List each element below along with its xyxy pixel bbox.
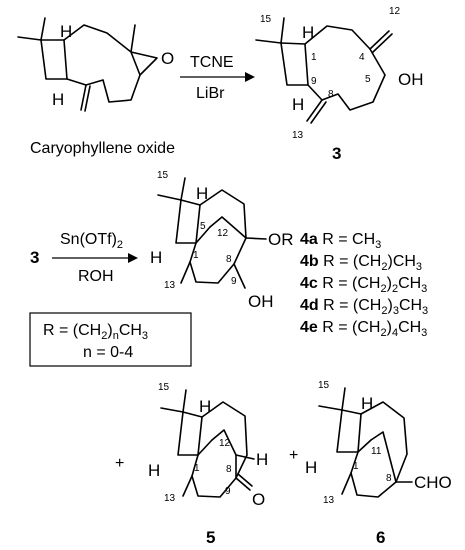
c3-locant-4: 4: [359, 52, 365, 63]
c4-oh: OH: [248, 292, 274, 311]
c5-h-right: H: [256, 450, 268, 469]
c4-locant-15: 15: [157, 170, 169, 181]
reagent-libr: LiBr: [196, 85, 225, 102]
c6-locant-11: 11: [371, 446, 382, 457]
c5-h-left: H: [148, 461, 160, 480]
c3-h-top: H: [302, 23, 314, 42]
cary-h-bottom: H: [52, 90, 64, 109]
product-4b: 4b R = (CH2)CH3: [300, 253, 422, 273]
c3-locant-8: 8: [328, 89, 334, 100]
step2-start-3: 3: [30, 248, 39, 267]
cary-epoxide-o: O: [161, 49, 174, 68]
plus-sign-2: +: [289, 447, 298, 464]
c3-locant-9: 9: [311, 76, 317, 87]
c6-locant-1: 1: [353, 461, 359, 472]
c6-locant-8: 8: [386, 473, 392, 484]
product-4-list: 4a R = CH3 4b R = (CH2)CH3 4c R = (CH2)2…: [300, 231, 428, 339]
c3-locant-15: 15: [260, 14, 272, 25]
reagent-tcne: TCNE: [190, 54, 234, 71]
c5-h-top: H: [199, 397, 211, 416]
c6-cho: CHO: [414, 473, 452, 492]
cary-h-top: H: [60, 22, 72, 41]
reagent-roh: ROH: [78, 268, 114, 285]
r-definition-line1: R = (CH2)nCH3: [43, 322, 148, 342]
c6-locant-15: 15: [318, 380, 330, 391]
c4-locant-9: 9: [231, 276, 237, 287]
compound-5-structure: [160, 389, 255, 498]
compound-3-label: 3: [332, 144, 341, 163]
compound-6-structure: [318, 387, 413, 498]
c4-h-left: H: [150, 248, 162, 267]
compound-5-label: 5: [206, 528, 215, 547]
c5-locant-13: 13: [164, 493, 176, 504]
product-4e: 4e R = (CH2)4CH3: [300, 319, 427, 339]
product-4c: 4c R = (CH2)2CH3: [300, 275, 427, 295]
c3-h-bottom: H: [292, 95, 304, 114]
c3-locant-13: 13: [292, 130, 304, 141]
compound-3-structure: [255, 17, 393, 124]
c5-locant-1: 1: [194, 463, 200, 474]
c5-locant-15: 15: [158, 382, 170, 393]
reaction-arrow-2: [52, 253, 138, 263]
c5-locant-12: 12: [219, 438, 231, 449]
c4-h-top: H: [196, 184, 208, 203]
r-definition-box: [29, 312, 192, 367]
c3-locant-1: 1: [311, 52, 317, 63]
reagent-sn-otf: Sn(OTf)2: [60, 231, 123, 251]
c6-locant-13: 13: [323, 495, 335, 506]
c4-locant-5: 5: [200, 221, 206, 232]
caryophyllene-oxide-label: Caryophyllene oxide: [30, 140, 175, 157]
reaction-arrow-1: [180, 72, 255, 82]
caryophyllene-oxide-structure: [17, 17, 158, 112]
r-definition-line2: n = 0-4: [83, 344, 133, 361]
compound-4-structure: [157, 177, 267, 289]
plus-sign-1: +: [115, 455, 124, 472]
c5-locant-8: 8: [226, 464, 232, 475]
product-4a: 4a R = CH3: [300, 231, 381, 251]
compound-6-label: 6: [376, 528, 385, 547]
c4-locant-13: 13: [164, 280, 176, 291]
c6-h-left: H: [305, 458, 317, 477]
c3-locant-5: 5: [365, 74, 371, 85]
c6-h-top: H: [361, 394, 373, 413]
c4-locant-1: 1: [193, 250, 199, 261]
c3-oh: OH: [398, 70, 424, 89]
c4-or: OR: [268, 230, 294, 249]
c4-locant-8: 8: [226, 254, 232, 265]
product-4d: 4d R = (CH2)3CH3: [300, 297, 428, 317]
c5-carbonyl-o: O: [252, 490, 265, 509]
c4-locant-12: 12: [217, 228, 229, 239]
c3-locant-12: 12: [389, 6, 401, 17]
c5-locant-9: 9: [225, 486, 231, 497]
